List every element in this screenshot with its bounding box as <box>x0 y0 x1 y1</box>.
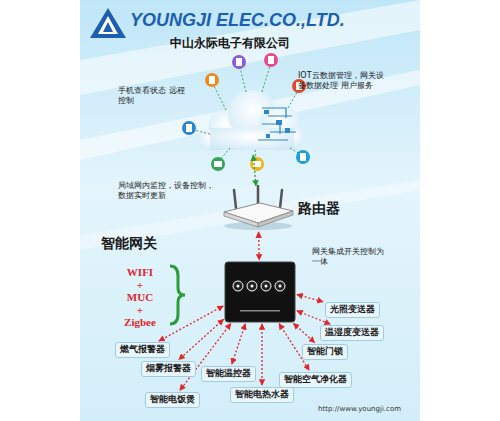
device-name: 温湿度变送器 <box>325 327 379 338</box>
note-text: 局域网内监控，设备控制，数据实时更新 <box>118 181 214 200</box>
node-heading: 路由器 <box>298 200 358 218</box>
device-name: 智能电饭煲 <box>150 394 195 405</box>
device-tag: 智能空气净化器 <box>279 372 352 388</box>
protocol-name: MUC <box>112 291 168 304</box>
device-name: 燃气报警器 <box>120 344 165 355</box>
device-tag: 智能门锁 <box>302 344 348 360</box>
dotted-link <box>297 295 323 302</box>
device-name: 光照变送器 <box>330 304 375 315</box>
device-tag: 智能电热水器 <box>230 387 294 403</box>
device-tag: 温湿度变送器 <box>320 325 384 341</box>
device-tag: 燃气报警器 <box>115 342 170 358</box>
device-name: 智能电热水器 <box>235 389 289 400</box>
dotted-link <box>232 324 246 364</box>
dotted-link <box>293 323 314 342</box>
device-tag: 烟雾报警器 <box>141 361 196 377</box>
device-tag: 智能温控器 <box>201 366 256 382</box>
router <box>224 186 293 230</box>
protocol-name: WIFI <box>112 266 168 279</box>
company-title: YOUNGJI ELEC.CO.,LTD. <box>130 10 420 31</box>
cloud <box>199 90 304 151</box>
device-name: 智能空气净化器 <box>284 374 347 385</box>
dotted-link <box>253 155 256 186</box>
cloud-node: IOT云数据管理，网关设备数据处理 用户服务 <box>198 95 303 153</box>
node-heading: IOT云数据管理，网关设备数据处理 用户服务 <box>298 71 388 91</box>
company-name: 中山永际电子有限公司 <box>170 36 330 50</box>
cloud-links <box>194 66 300 160</box>
device-name: 智能门锁 <box>307 346 343 357</box>
node-heading: 智能网关 <box>101 235 181 253</box>
protocol-name: Zigbee <box>112 316 168 329</box>
light-streaks <box>80 0 420 250</box>
green-brace <box>170 266 185 324</box>
device-tag: 智能电饭煲 <box>145 392 200 408</box>
dotted-link <box>261 324 262 385</box>
gateway-panel <box>225 262 295 322</box>
dotted-link <box>258 232 260 260</box>
poster-ground <box>80 0 420 421</box>
device-name: 烟雾报警器 <box>146 363 191 374</box>
router-node: 路由器 <box>222 188 294 230</box>
dotted-link <box>159 306 223 341</box>
note-text: 网关集成开关控制为一体 <box>312 247 390 266</box>
dotted-link <box>179 319 224 359</box>
device-tag: 光照变送器 <box>325 302 380 318</box>
device-name: 智能温控器 <box>206 368 251 379</box>
plus-sign: + <box>112 279 168 292</box>
plus-sign: + <box>112 304 168 317</box>
gateway-node: 智能网关 <box>225 262 295 322</box>
company-logo <box>90 8 126 38</box>
device-icons <box>182 53 310 171</box>
website-url: http://www.youngji.com <box>318 405 418 413</box>
note-text: 手机查看状态 远程控制 <box>118 86 190 105</box>
